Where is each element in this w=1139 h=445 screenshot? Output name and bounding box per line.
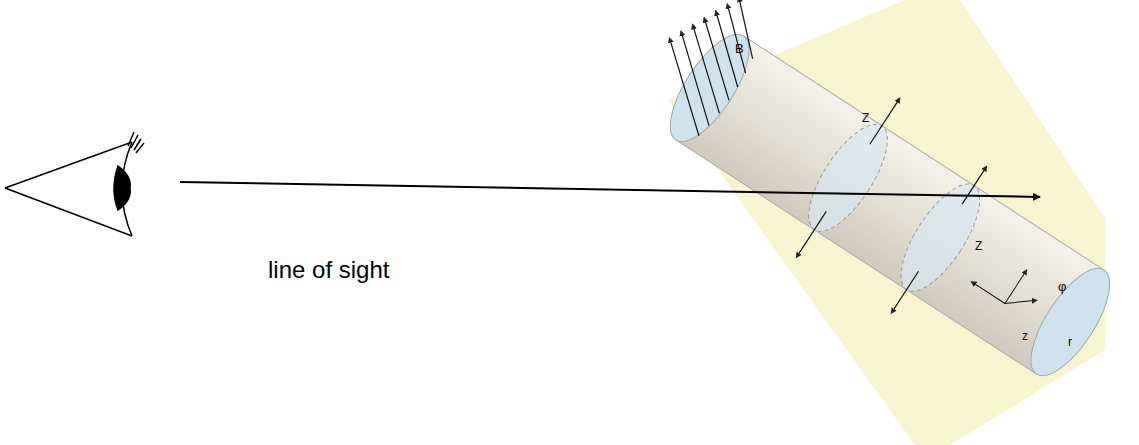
line-of-sight-arrow — [180, 182, 1040, 197]
axis-label: φ — [1058, 280, 1066, 293]
flux-cylinder — [607, 0, 1139, 415]
axis-label: z — [1022, 330, 1028, 342]
axis-label: r — [1068, 336, 1072, 348]
axis-label: Z — [975, 240, 982, 252]
line-of-sight-label: line of sight — [268, 258, 389, 282]
axis-label: Z — [862, 112, 869, 124]
eye — [5, 132, 144, 236]
field-label: B — [735, 42, 744, 55]
